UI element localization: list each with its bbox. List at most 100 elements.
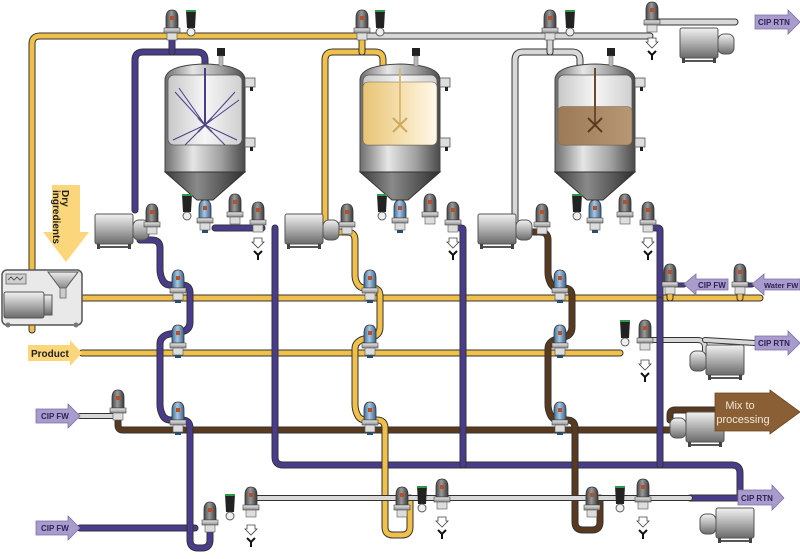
butterfly-valve-bottom-1[interactable] [225,494,235,521]
valve-body-lower [619,216,631,225]
valve-body-lower [364,292,376,301]
pump-cip-rtn-mid[interactable] [689,344,745,380]
valve-bottom-3[interactable] [393,486,411,518]
valve-top-cip-rtn[interactable] [643,1,661,33]
valve-cap [202,230,208,233]
pump-tank1[interactable] [94,213,150,249]
butterfly-valve-bottom-2[interactable] [417,486,427,513]
valve-cap [397,230,403,233]
valve-disc-icon [186,27,196,37]
butterfly-valve-top-tank2[interactable] [375,10,385,37]
pump-mix[interactable] [669,411,725,447]
tank-1[interactable] [163,48,256,201]
drain-valve-tank2[interactable] [444,201,462,233]
pump-tank3[interactable] [477,213,533,249]
butterfly-valve-outlet-tank1[interactable] [182,194,192,221]
valve-top-tank3[interactable] [541,9,559,41]
valve-body-lower [639,342,651,351]
butterfly-valve-actuator-icon [417,486,427,504]
valve-bottom-1[interactable] [201,501,219,533]
matrix-valve-row2-col2[interactable] [361,324,379,358]
pressure-gauge-icon [607,48,615,56]
valve-indicator [558,408,562,412]
valve-disc-icon [225,511,235,521]
pump-motor [94,213,134,245]
side-valve-tank2[interactable] [421,193,439,225]
butterfly-valve-top-tank3[interactable] [565,10,575,37]
sensor-tip [250,147,253,151]
drain-valve-tank1[interactable] [249,201,267,233]
valve-cip-fw-right[interactable] [661,263,679,295]
mix-outlet-pipe [666,406,719,424]
bottom-valve-tank3[interactable] [586,199,604,233]
valve-body [143,221,161,228]
valve-body-lower [172,424,184,433]
drain-icon [643,250,653,260]
bottom-valve-tank2[interactable] [391,199,409,233]
valve-bottom-2[interactable] [242,486,260,518]
matrix-valve-row1-col3[interactable] [551,269,569,303]
matrix-valve-row2-col3[interactable] [551,324,569,358]
drain-icon [253,250,263,260]
product-header-pipe-top [28,32,366,334]
valve-water-fw[interactable] [731,263,749,295]
cip-rtn-label-bottom: CIP RTN [741,494,773,503]
valve-bottom-6[interactable] [634,478,652,510]
pump-cip-rtn-bottom[interactable] [699,507,755,543]
valve-indicator [203,206,207,210]
matrix-valve-row1-col2[interactable] [361,269,379,303]
valve-indicator [256,208,260,212]
logo-plate [5,273,27,285]
valve-indicator [368,276,372,280]
butterfly-valve-bottom-3[interactable] [615,486,625,513]
valve-body [634,496,652,503]
valve-body-lower [436,501,448,510]
valve-cip-fw-left-1[interactable] [109,389,127,421]
pressure-gauge-icon [217,48,225,56]
powder-mixer-unit[interactable] [1,269,83,328]
mix-label-1: Mix to [725,400,754,412]
valve-bottom-5[interactable] [583,486,601,518]
cip-fw-inlet-arrow-2: CIP FW [35,515,81,541]
butterfly-valve-product-out[interactable] [620,320,630,347]
spray-line [204,124,238,141]
valve-top-tank2[interactable] [353,9,371,41]
valve-cip-rtn-mid[interactable] [636,319,654,351]
drain-bottom-2 [435,516,449,539]
pump-outlet-valve-tank1[interactable] [143,203,161,235]
bottom-valve-tank1[interactable] [196,199,214,233]
matrix-valve-row1-col1[interactable] [169,269,187,303]
side-valve-tank3[interactable] [616,193,634,225]
cip-rtn-label-top: CIP RTN [758,18,790,27]
drain-valve-tank3[interactable] [639,201,657,233]
valve-body-lower [172,347,184,356]
drain-mid [638,359,652,382]
matrix-valve-row3-col1[interactable] [169,401,187,435]
level-sensor-icon [439,77,451,88]
cip-rtn-outlet-arrow-bottom: CIP RTN [737,483,785,511]
butterfly-valve-outlet-tank2[interactable] [377,194,387,221]
valve-body [586,217,604,224]
pump-outlet-valve-tank3[interactable] [533,203,551,235]
valve-bottom-4[interactable] [433,478,451,510]
pump-tank2[interactable] [284,213,340,249]
tank-3[interactable] [553,48,646,201]
tank3-mix-column [511,228,604,534]
valve-top-tank1[interactable] [163,9,181,41]
side-valve-tank1[interactable] [226,193,244,225]
pump-cip-rtn-top[interactable] [679,27,735,63]
tank-cone [553,171,637,201]
matrix-valve-row3-col2[interactable] [361,401,379,435]
drain-tank1 [251,237,265,260]
matrix-valve-row3-col3[interactable] [551,401,569,435]
valve-status-stripe [565,10,575,12]
butterfly-valve-top-tank1[interactable] [186,10,196,37]
tank-2[interactable] [358,48,451,201]
valve-indicator [400,493,404,497]
pump-outlet-valve-tank2[interactable] [338,203,356,235]
tank1-cip-return-pipe [136,236,214,552]
valve-indicator [548,16,552,20]
butterfly-valve-outlet-tank3[interactable] [572,194,582,221]
matrix-valve-row2-col1[interactable] [169,324,187,358]
